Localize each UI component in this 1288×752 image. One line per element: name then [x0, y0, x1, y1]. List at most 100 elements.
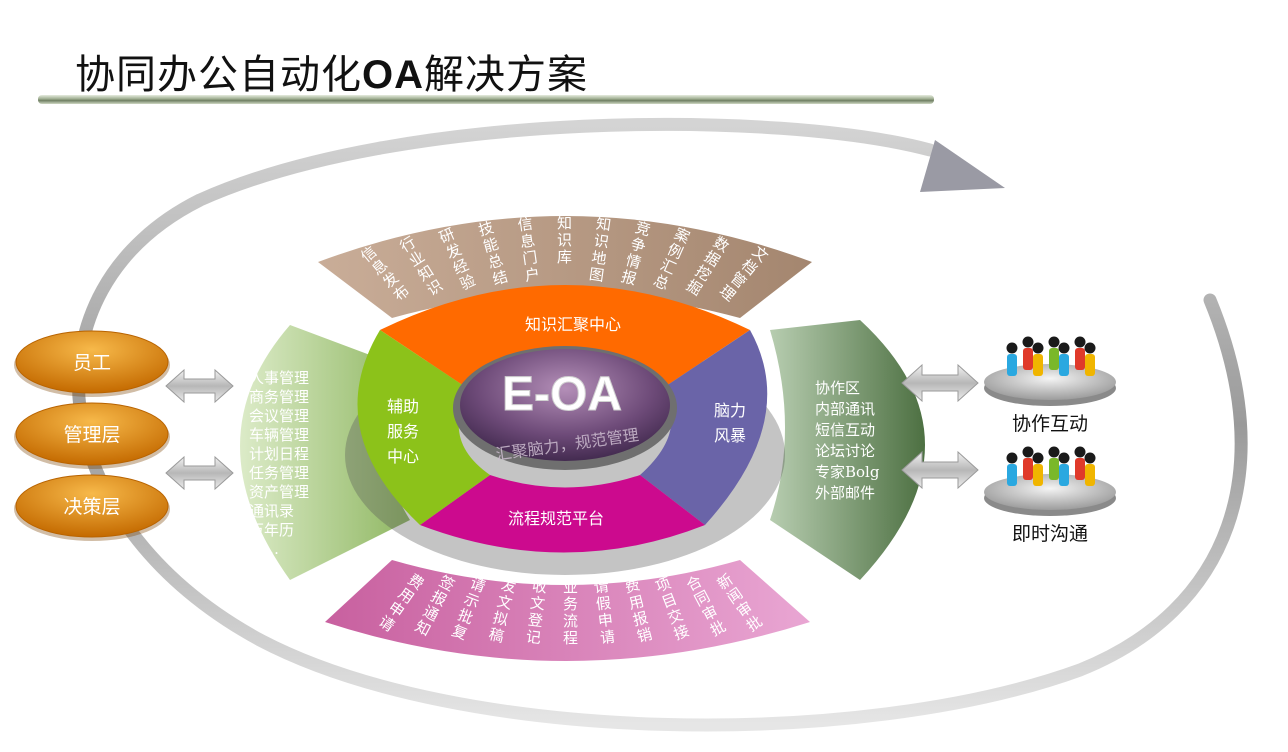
- group-label: 即时沟通: [1012, 523, 1088, 545]
- bottom-fan-label-char: 通: [420, 602, 442, 625]
- top-fan-label-char: 总: [651, 271, 672, 294]
- bottom-fan-label-char: 销: [635, 625, 654, 646]
- ring-segment-bottom: [420, 475, 705, 553]
- bottom-fan-label-char: 收: [531, 577, 548, 597]
- bottom-fan-label-char: 费: [623, 575, 642, 596]
- people-group: 协作互动: [984, 336, 1116, 435]
- right-arrow-2: [901, 450, 979, 490]
- left-list-item: 人事管理: [249, 369, 309, 387]
- left-list-item: 会议管理: [249, 407, 309, 425]
- bottom-fan-label-char: 合: [683, 572, 705, 595]
- top-fan-label-char: 汇: [658, 256, 679, 279]
- title-suffix: 解决方案: [424, 52, 588, 98]
- top-fan-label-char: 验: [457, 271, 478, 294]
- left-arrow-2: [165, 455, 234, 491]
- ring-left-label: 服务: [387, 422, 419, 441]
- left-list-item: 任务管理: [249, 464, 309, 482]
- bottom-fan-label-char: 记: [525, 628, 542, 648]
- top-fan-label-char: 识: [593, 231, 610, 251]
- hub: [460, 349, 670, 461]
- ring-right-label: 脑力: [714, 401, 746, 420]
- left-list-item: 资产管理: [249, 483, 309, 501]
- top-fan-label-char: 图: [588, 265, 605, 285]
- top-fan-label-char: 户: [524, 265, 541, 285]
- bottom-fan-label-char: 示: [461, 590, 481, 612]
- title-underline: [38, 95, 934, 104]
- page-title: 协同办公自动化OA解决方案: [75, 42, 588, 100]
- top-fan-label-char: 能: [481, 235, 500, 256]
- top-fan-label-char: 结: [490, 267, 509, 288]
- ring-top-label: 知识汇聚中心: [525, 315, 621, 334]
- top-fan-label-char: 门: [521, 248, 538, 268]
- bottom-fan-label-char: 登: [527, 611, 544, 631]
- role-label: 决策层: [63, 496, 120, 518]
- left-list-item: 通讯录: [249, 502, 294, 520]
- bottom-fan-label-char: 批: [455, 606, 475, 628]
- bottom-fan: [325, 560, 810, 661]
- bottom-fan-label-char: 审: [699, 602, 721, 625]
- bottom-fan-label-char: 报: [631, 608, 650, 629]
- bottom-fan-label-char: 项: [653, 574, 673, 596]
- bottom-fan-label-char: 请: [468, 574, 488, 596]
- top-fan-label-char: 发: [443, 240, 464, 263]
- bottom-fan-label-char: 程: [563, 629, 578, 647]
- right-list-item: 协作区: [815, 379, 860, 397]
- right-list-item: 专家Bolg: [815, 463, 880, 481]
- top-fan-label-char: 争: [628, 235, 647, 256]
- ring-left-label: 辅助: [387, 397, 419, 416]
- top-fan-label-char: 息: [519, 231, 536, 251]
- orbit-ring-left: [72, 117, 1248, 732]
- title-bold: OA: [362, 53, 424, 97]
- left-list-item: 商务管理: [249, 388, 309, 406]
- left-list-item: 车辆管理: [249, 426, 309, 444]
- people-icon: [1006, 446, 1096, 486]
- top-fan-label-char: 信: [517, 215, 534, 235]
- ring-right-label: 风暴: [714, 426, 746, 445]
- bottom-fan-label-char: 报: [428, 587, 450, 610]
- top-fan-label: 知识库: [557, 214, 572, 266]
- top-fan-label-char: 地: [590, 248, 607, 268]
- people-icon: [1006, 336, 1096, 376]
- top-fan-label-char: 知: [595, 215, 612, 235]
- bottom-fan-label-char: 假: [595, 594, 612, 614]
- top-fan-label-char: 识: [557, 231, 572, 249]
- role-pill: 管理层: [14, 402, 170, 469]
- role-label: 管理层: [63, 424, 120, 446]
- left-list-item: 万年历: [249, 521, 294, 539]
- ring-left-label: 中心: [387, 447, 419, 466]
- bottom-fan-label-char: 复: [449, 621, 469, 643]
- ring-segment-top: [380, 285, 750, 390]
- right-list-item: 内部通讯: [815, 400, 875, 418]
- bottom-fan-label-char: 拟: [491, 608, 510, 629]
- top-fan-label-char: 竞: [633, 218, 652, 239]
- bottom-fan-label-char: 稿: [487, 625, 506, 646]
- title-prefix: 协同办公自动化: [75, 52, 362, 98]
- role-label: 员工: [73, 352, 111, 374]
- bottom-fan-label-char: 目: [659, 590, 679, 612]
- role-pill: 员工: [14, 330, 170, 397]
- top-fan-label-char: 经: [450, 256, 471, 279]
- top-fan-label-char: 知: [557, 214, 572, 232]
- bottom-fan-label-char: 知: [412, 617, 434, 640]
- bottom-fan-label-char: 务: [563, 595, 578, 613]
- top-fan-label-char: 库: [557, 248, 572, 266]
- ring-segment-left: [357, 330, 490, 525]
- right-list-item: 短信互动: [815, 421, 875, 439]
- top-fan: [318, 216, 812, 318]
- left-list-item: 计划日程: [249, 445, 309, 463]
- group-label: 协作互动: [1012, 413, 1088, 435]
